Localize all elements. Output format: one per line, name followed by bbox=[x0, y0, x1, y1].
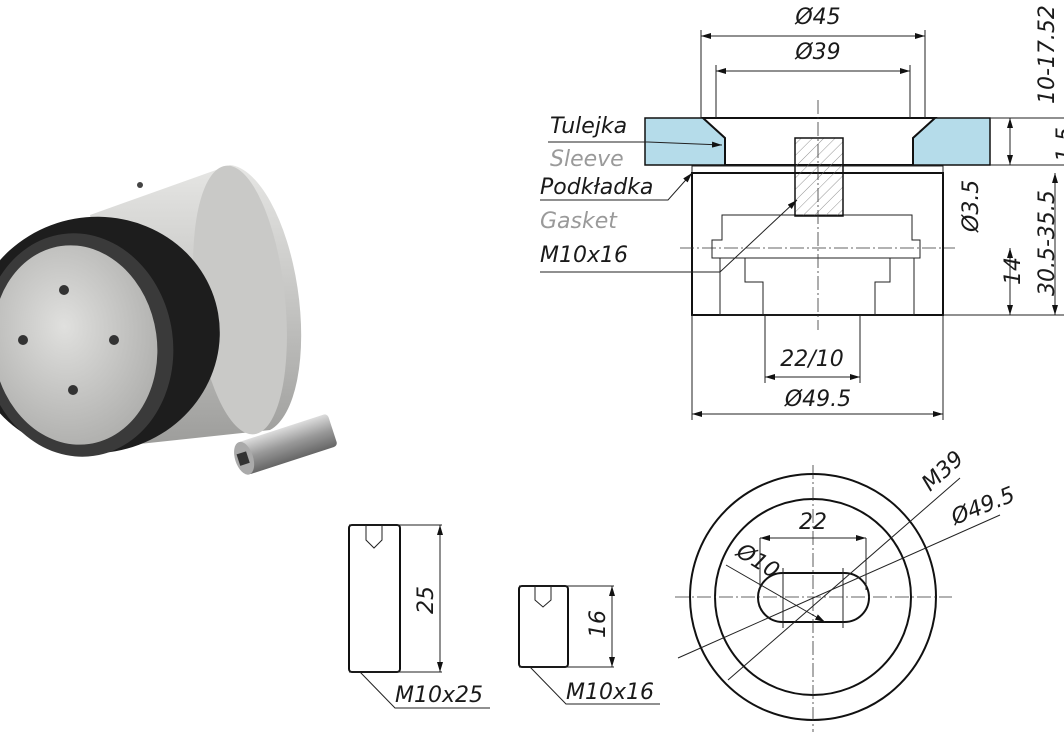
label-screw: M10x16 bbox=[540, 243, 628, 268]
dim-hole-height: 14 bbox=[1001, 257, 1026, 285]
dim-screw2-length: 16 bbox=[586, 610, 611, 638]
product-photo bbox=[0, 165, 337, 475]
dim-glass-thickness: 10-17.52 bbox=[1035, 5, 1060, 104]
label-sleeve-en: Sleeve bbox=[550, 147, 624, 172]
screw-m10x16 bbox=[518, 585, 660, 705]
dim-outer-top: Ø45 bbox=[794, 5, 840, 30]
dim-outer: Ø49.5 bbox=[947, 483, 1019, 531]
top-view bbox=[675, 465, 1001, 732]
dim-body: Ø49.5 bbox=[784, 387, 851, 412]
dim-slot: 22/10 bbox=[780, 347, 843, 372]
label-screw2: M10x16 bbox=[566, 680, 654, 705]
dim-slot-length: 22 bbox=[799, 510, 827, 535]
section-view bbox=[540, 30, 1064, 420]
dim-inner-top: Ø39 bbox=[794, 40, 840, 65]
dim-hole: Ø3.5 bbox=[959, 180, 984, 233]
dim-screw1-length: 25 bbox=[414, 586, 439, 614]
dim-slot-width: Ø10 bbox=[731, 538, 784, 584]
label-gasket-pl: Podkładka bbox=[540, 175, 653, 200]
dim-thread: M39 bbox=[917, 446, 969, 496]
label-sleeve-pl: Tulejka bbox=[550, 114, 627, 139]
dim-total-height: 30.5-35.5 bbox=[1035, 190, 1060, 296]
label-gasket-en: Gasket bbox=[540, 209, 618, 234]
screw-m10x25 bbox=[348, 524, 490, 709]
dim-gasket-thickness: 1.5 bbox=[1053, 127, 1064, 162]
label-screw1: M10x25 bbox=[395, 683, 483, 708]
